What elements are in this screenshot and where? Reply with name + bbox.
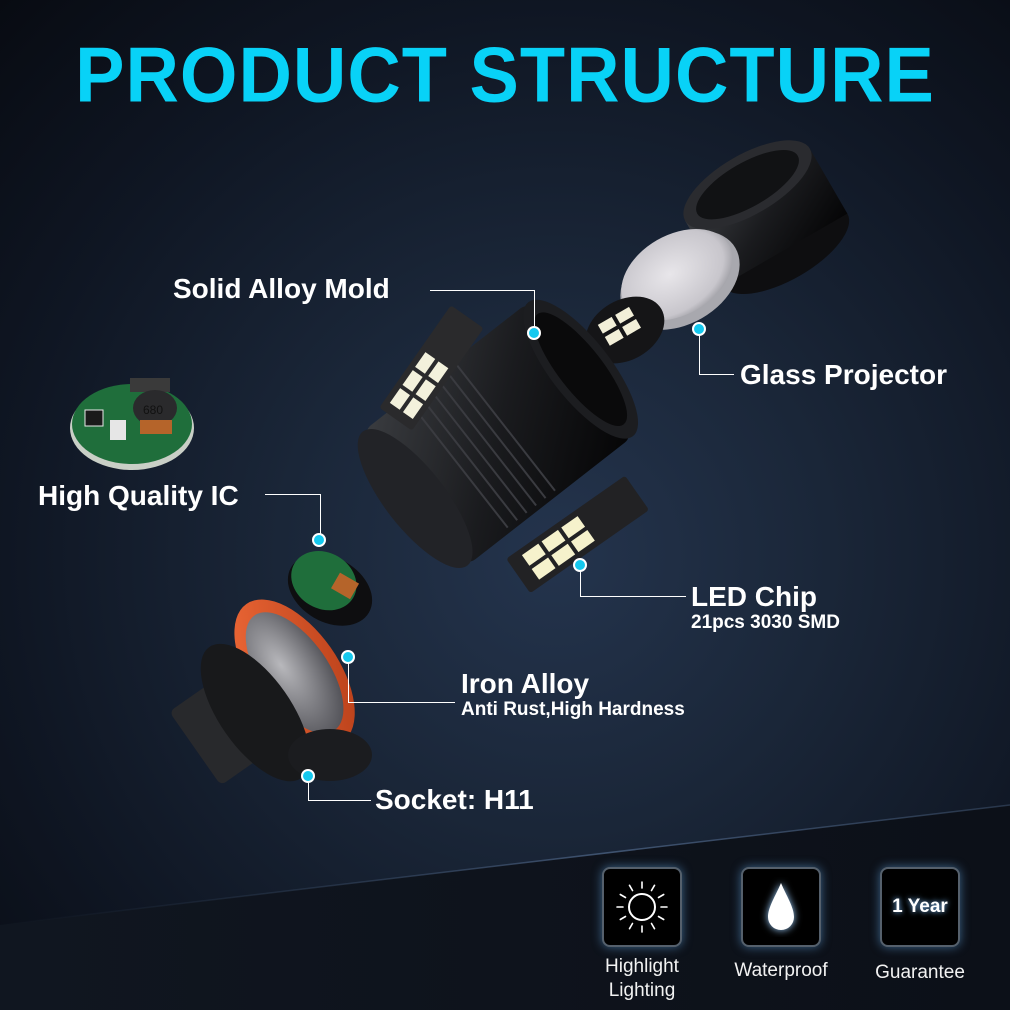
feature-icon-box: 1 Year [880, 867, 960, 947]
feature-icon-box [741, 867, 821, 947]
feature-guarantee: 1 Year Guarantee [850, 867, 990, 985]
leader-line-socket [308, 782, 371, 801]
callout-label: Socket: H11 [375, 784, 534, 815]
led-strip-lower [507, 476, 648, 592]
feature-highlight-lighting: Highlight Lighting [572, 867, 712, 1003]
ic-board-mounted [287, 551, 373, 626]
feature-caption: Waterproof [734, 960, 828, 981]
callout-dot-iron-alloy[interactable] [341, 650, 355, 664]
ic-marking: 680 [143, 403, 163, 417]
feature-caption: Highlight Lighting [605, 956, 679, 1001]
callout-iron-alloy: Iron Alloy Anti Rust,High Hardness [461, 669, 685, 721]
callout-dot-socket[interactable] [301, 769, 315, 783]
callout-high-quality-ic: High Quality IC [38, 481, 239, 511]
callout-solid-alloy-mold: Solid Alloy Mold [173, 274, 390, 304]
alloy-housing [357, 299, 639, 568]
callout-socket: Socket: H11 [375, 785, 534, 815]
callout-led-chip: LED Chip 21pcs 3030 SMD [691, 582, 840, 634]
callout-dot-glass-projector[interactable] [692, 322, 706, 336]
callout-label: Solid Alloy Mold [173, 273, 390, 304]
callout-label: Iron Alloy [461, 668, 590, 699]
front-led-board [585, 296, 665, 364]
leader-line-glass-projector [699, 334, 734, 375]
callout-label: High Quality IC [38, 480, 239, 511]
leader-line-high-quality-ic [265, 494, 321, 535]
callout-label: Glass Projector [740, 359, 947, 390]
feature-caption: Guarantee [875, 962, 965, 983]
led-strip-upper [380, 306, 483, 430]
feature-waterproof: Waterproof [711, 867, 851, 983]
feature-icon-box [602, 867, 682, 947]
leader-line-solid-alloy-mold [430, 290, 535, 327]
callout-label: LED Chip [691, 581, 817, 612]
water-drop-icon [768, 883, 794, 930]
callout-dot-high-quality-ic[interactable] [312, 533, 326, 547]
leader-line-led-chip [580, 570, 686, 597]
page-title: PRODUCT STRUCTURE [75, 30, 935, 119]
h11-socket [171, 599, 372, 784]
callout-sublabel: 21pcs 3030 SMD [691, 612, 840, 633]
callout-dot-solid-alloy-mold[interactable] [527, 326, 541, 340]
leader-line-iron-alloy [348, 662, 455, 703]
sun-icon [616, 881, 668, 933]
glass-projector-lens [620, 228, 740, 330]
callout-glass-projector: Glass Projector [740, 360, 947, 390]
callout-dot-led-chip[interactable] [573, 558, 587, 572]
callout-sublabel: Anti Rust,High Hardness [461, 699, 685, 720]
warranty-badge: 1 Year [892, 896, 948, 917]
ic-board-standalone: 680 [70, 378, 194, 470]
